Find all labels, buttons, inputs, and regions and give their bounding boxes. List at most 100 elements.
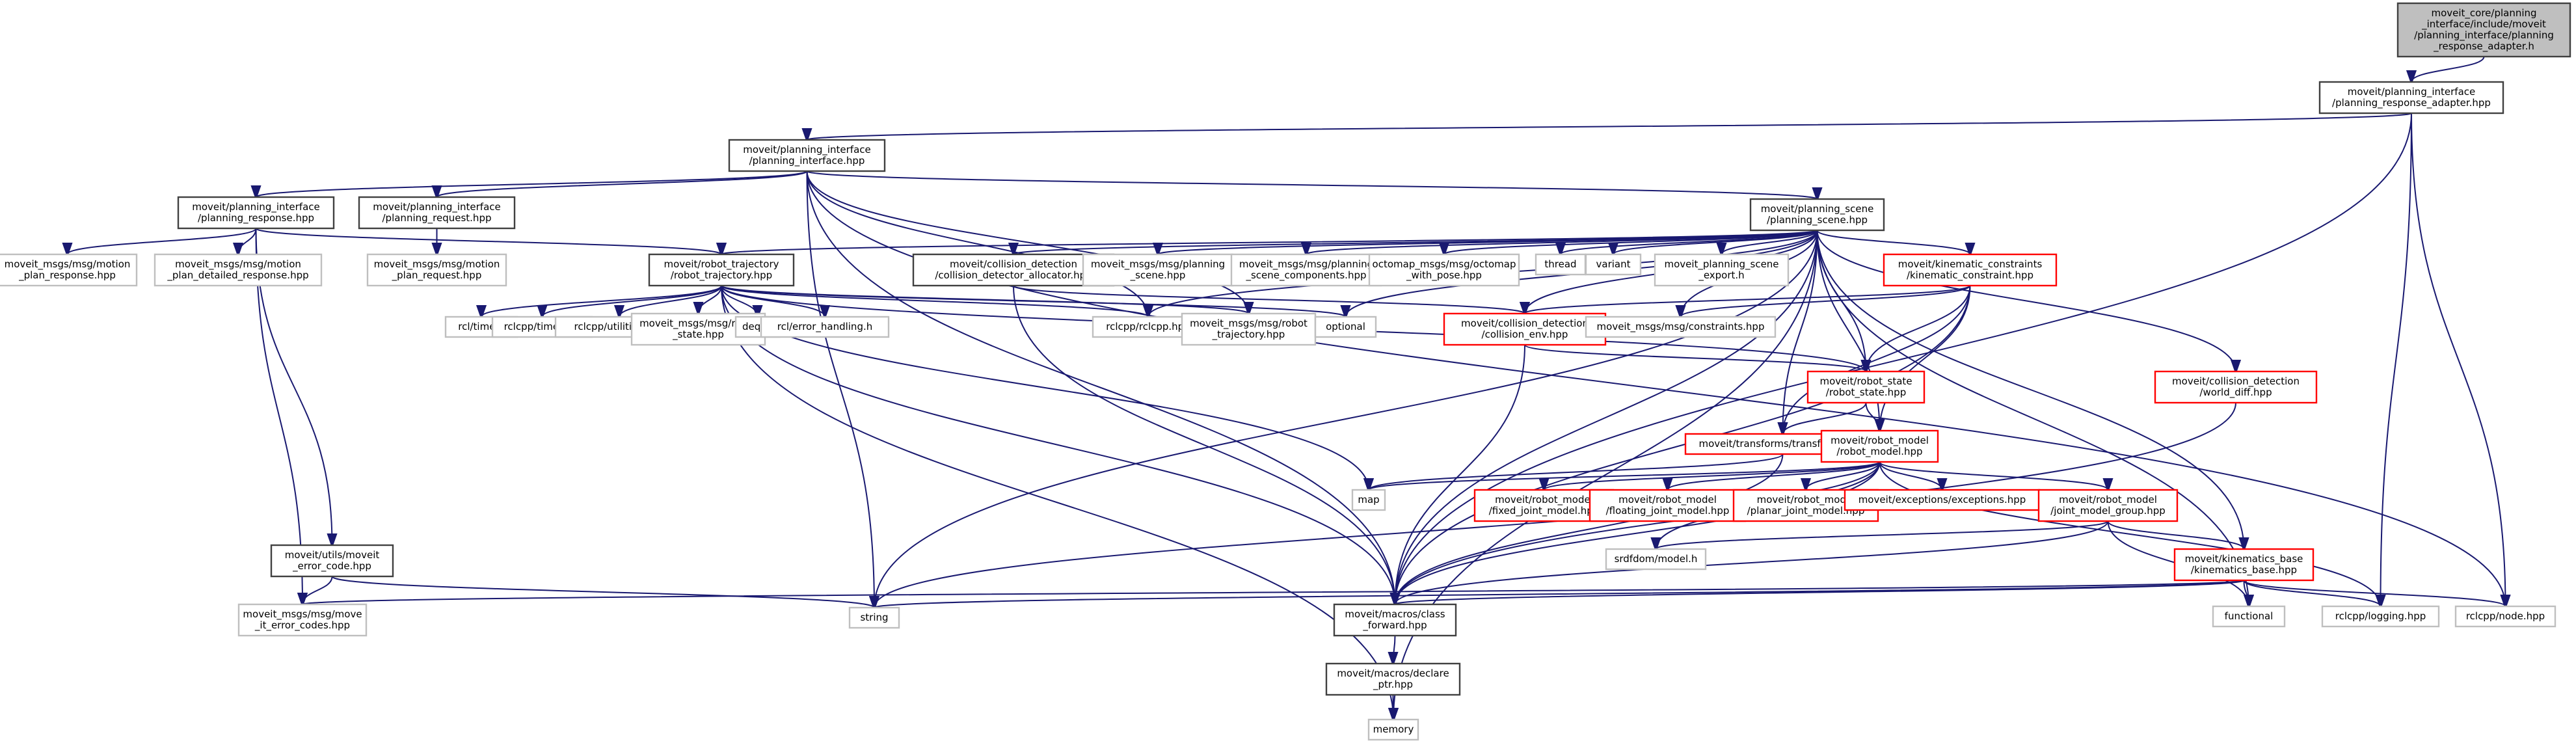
- node-variant[interactable]: variant: [1585, 253, 1642, 276]
- node-label-line: moveit/robot_state: [1819, 375, 1912, 388]
- edge-kb-to-string: [874, 580, 2245, 608]
- node-exc[interactable]: moveit/exceptions/exceptions.hpp: [1844, 489, 2041, 511]
- node-box: [1351, 489, 1386, 511]
- node-map[interactable]: map: [1351, 489, 1386, 511]
- edge-rt-to-rcltime: [481, 285, 722, 317]
- edge-root-to-pra: [2411, 56, 2485, 82]
- node-label-line: moveit/planning_scene: [1761, 203, 1874, 215]
- node-mcons[interactable]: moveit_msgs/msg/constraints.hpp: [1585, 316, 1777, 338]
- node-merr[interactable]: moveit_msgs/msg/move_it_error_codes.hpp: [237, 603, 368, 637]
- node-rt[interactable]: moveit/robot_trajectory/robot_trajectory…: [648, 253, 795, 287]
- node-cf[interactable]: moveit/macros/class_forward.hpp: [1333, 603, 1457, 637]
- node-box: [648, 253, 795, 287]
- edge-tf-to-cf: [1395, 453, 1784, 604]
- node-memory[interactable]: memory: [1367, 718, 1419, 741]
- edge-cda-to-cenv: [1013, 285, 1525, 314]
- node-label-line: moveit/utils/moveit: [285, 549, 380, 561]
- edge-rm-to-fjm: [1544, 461, 1881, 490]
- node-box: [2173, 548, 2314, 582]
- node-box: [1585, 253, 1642, 276]
- node-box: [2037, 489, 2179, 522]
- edge-errcode-to-string: [331, 576, 875, 608]
- node-label-line: /joint_model_group.hpp: [2050, 505, 2166, 517]
- node-box: [760, 316, 890, 338]
- node-box: [2212, 605, 2286, 628]
- edge-kc-to-cf: [1395, 285, 1971, 604]
- node-string[interactable]: string: [848, 606, 900, 629]
- node-box: [1082, 253, 1234, 287]
- edge-rm-to-pjm: [1806, 461, 1881, 490]
- node-functional[interactable]: functional: [2212, 605, 2286, 628]
- node-label-line: moveit/macros/class: [1345, 608, 1445, 620]
- node-rs[interactable]: moveit/robot_state/robot_state.hpp: [1806, 370, 1925, 404]
- edge-jmg-to-cf: [1395, 520, 2109, 604]
- node-label-line: moveit_msgs/msg/motion: [374, 258, 500, 271]
- node-wd[interactable]: moveit/collision_detection/world_diff.hp…: [2154, 370, 2318, 404]
- node-pi[interactable]: moveit/planning_interface/planning_inter…: [728, 139, 886, 172]
- node-label-line: moveit_planning_scene: [1664, 258, 1778, 271]
- node-box: [1325, 662, 1461, 696]
- edge-kb-to-node: [2243, 580, 2506, 606]
- edge-ps-to-memory: [1393, 230, 1818, 720]
- node-rm[interactable]: moveit/robot_model/robot_model.hpp: [1820, 429, 1939, 463]
- node-cenv[interactable]: moveit/collision_detection/collision_env…: [1443, 312, 1607, 346]
- node-mpresp[interactable]: moveit_msgs/msg/motion_plan_response.hpp: [0, 253, 138, 287]
- node-box: [1749, 198, 1885, 232]
- node-kc[interactable]: moveit/kinematic_constraints/kinematic_c…: [1883, 253, 2058, 287]
- node-errcode[interactable]: moveit/utils/moveit_error_code.hpp: [270, 544, 394, 578]
- node-mps[interactable]: moveit_msgs/msg/planning_scene.hpp: [1082, 253, 1234, 287]
- node-label-line: _plan_request.hpp: [392, 269, 482, 282]
- node-optional[interactable]: optional: [1314, 316, 1377, 338]
- node-thread[interactable]: thread: [1535, 253, 1587, 276]
- node-label-line: functional: [2225, 610, 2274, 622]
- node-label-line: _forward.hpp: [1362, 619, 1427, 632]
- node-label-line: moveit/planning_interface: [373, 201, 501, 213]
- node-preq[interactable]: moveit/planning_interface/planning_reque…: [358, 196, 516, 230]
- node-srdf[interactable]: srdfdom/model.h: [1605, 548, 1707, 571]
- edge-cenv-to-cf: [1395, 344, 1525, 604]
- node-box: [0, 253, 138, 287]
- node-kb[interactable]: moveit/kinematics_base/kinematics_base.h…: [2173, 548, 2314, 582]
- edge-kb-to-cf: [1395, 580, 2245, 604]
- node-octo[interactable]: octomap_msgs/msg/octomap_with_pose.hpp: [1368, 253, 1520, 287]
- node-label-line: /planning_interface/planning: [2414, 29, 2554, 42]
- edge-ps-to-variant: [1613, 230, 1818, 254]
- edge-jmg-to-kb: [2107, 520, 2244, 549]
- edge-rm-to-cf: [1395, 461, 1881, 604]
- node-label-line: moveit_msgs/msg/planning: [1091, 258, 1225, 271]
- edge-rt-to-mrs: [699, 285, 722, 314]
- node-dptr[interactable]: moveit/macros/declare_ptr.hpp: [1325, 662, 1461, 696]
- node-mrt[interactable]: moveit_msgs/msg/robot_trajectory.hpp: [1181, 312, 1317, 346]
- node-box: [1806, 370, 1925, 404]
- node-jmg[interactable]: moveit/robot_model/joint_model_group.hpp: [2037, 489, 2179, 522]
- node-label-line: _plan_response.hpp: [18, 269, 116, 282]
- node-box: [2154, 370, 2318, 404]
- node-mpreq[interactable]: moveit_msgs/msg/motion_plan_request.hpp: [366, 253, 507, 287]
- node-psexp[interactable]: moveit_planning_scene_export.h: [1654, 253, 1790, 287]
- node-box: [2396, 2, 2571, 58]
- edge-presp-to-rt: [255, 228, 722, 254]
- edge-ps-to-octo: [1444, 230, 1818, 254]
- node-box: [1844, 489, 2041, 511]
- node-box: [1443, 312, 1607, 346]
- node-node[interactable]: rclcpp/node.hpp: [2454, 605, 2556, 628]
- node-ps[interactable]: moveit/planning_scene/planning_scene.hpp: [1749, 198, 1885, 232]
- node-label-line: /world_diff.hpp: [2199, 386, 2272, 399]
- node-mpsc[interactable]: moveit_msgs/msg/planning_scene_component…: [1230, 253, 1382, 287]
- node-label-line: _export.h: [1698, 269, 1744, 282]
- edge-ps-to-wd: [1816, 230, 2236, 371]
- node-box: [2321, 605, 2440, 628]
- node-logging[interactable]: rclcpp/logging.hpp: [2321, 605, 2440, 628]
- node-mpdresp[interactable]: moveit_msgs/msg/motion_plan_detailed_res…: [154, 253, 323, 287]
- edge-pi-to-rclcpp: [806, 170, 1149, 317]
- node-presp[interactable]: moveit/planning_interface/planning_respo…: [177, 196, 335, 230]
- node-label-line: _with_pose.hpp: [1406, 269, 1482, 282]
- edge-dptr-to-memory: [1393, 694, 1394, 720]
- node-rclerr[interactable]: rcl/error_handling.h: [760, 316, 890, 338]
- node-fljm[interactable]: moveit/robot_model/floating_joint_model.…: [1589, 489, 1747, 522]
- node-label-line: variant: [1596, 258, 1631, 270]
- node-cda[interactable]: moveit/collision_detection/collision_det…: [912, 253, 1115, 287]
- node-label-line: /planning_response.hpp: [198, 212, 314, 224]
- node-pra[interactable]: moveit/planning_interface/planning_respo…: [2318, 81, 2504, 115]
